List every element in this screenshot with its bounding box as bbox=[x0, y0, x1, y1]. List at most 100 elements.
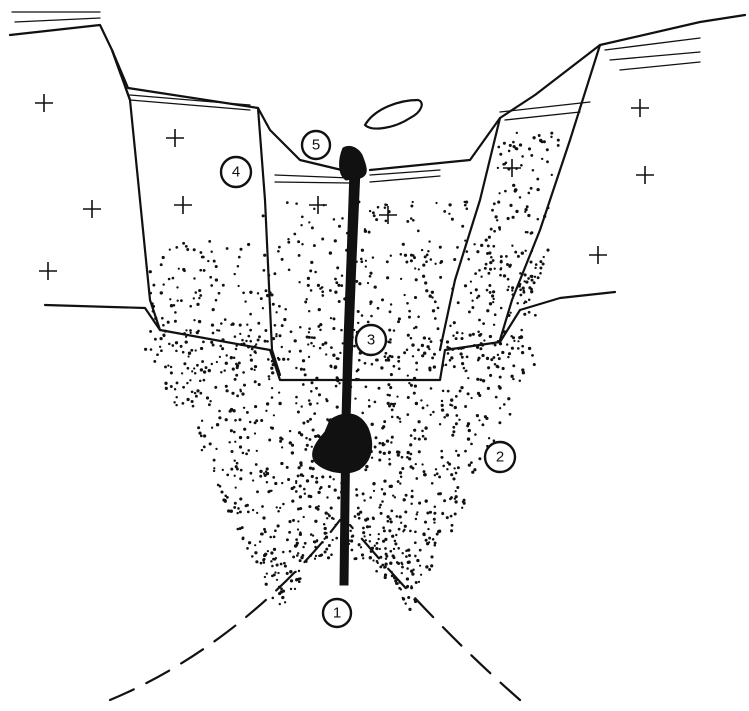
stipple-dot bbox=[193, 319, 195, 321]
stipple-dot bbox=[466, 356, 469, 359]
stipple-dot bbox=[295, 402, 297, 404]
stipple-dot bbox=[430, 564, 433, 567]
stipple-dot bbox=[322, 343, 325, 346]
stipple-dot bbox=[425, 539, 428, 542]
stipple-dot bbox=[428, 337, 431, 340]
stipple-dot bbox=[259, 475, 262, 478]
stipple-dot bbox=[175, 396, 177, 398]
stipple-dot bbox=[213, 459, 216, 462]
stipple-dot bbox=[382, 425, 385, 428]
stipple-dot bbox=[431, 482, 434, 485]
stipple-dot bbox=[383, 420, 386, 423]
stipple-dot bbox=[167, 321, 170, 324]
stipple-dot bbox=[224, 499, 227, 502]
stipple-dot bbox=[412, 219, 415, 222]
stipple-dot bbox=[495, 396, 498, 399]
stipple-dot bbox=[499, 376, 502, 379]
stipple-dot bbox=[414, 531, 417, 534]
stipple-dot bbox=[230, 468, 233, 471]
stipple-dot bbox=[310, 390, 313, 393]
stipple-dot bbox=[203, 434, 206, 437]
stipple-dot bbox=[160, 349, 163, 352]
stipple-dot bbox=[375, 436, 378, 439]
stipple-dot bbox=[262, 516, 265, 519]
stipple-dot bbox=[261, 532, 264, 535]
stipple-dot bbox=[390, 255, 392, 257]
stipple-dot bbox=[162, 324, 165, 327]
stipple-dot bbox=[385, 553, 388, 556]
stipple-dot bbox=[366, 525, 369, 528]
stipple-dot bbox=[299, 484, 302, 487]
stipple-dot bbox=[512, 184, 515, 187]
stipple-dot bbox=[183, 362, 186, 365]
stipple-dot bbox=[463, 499, 466, 502]
stipple-dot bbox=[476, 250, 479, 253]
stipple-dot bbox=[493, 230, 496, 233]
cross-symbol bbox=[589, 246, 607, 264]
stipple-dot bbox=[190, 332, 192, 334]
stipple-dot bbox=[415, 477, 418, 480]
stipple-dot bbox=[325, 548, 328, 551]
stipple-dot bbox=[194, 392, 197, 395]
stipple-dot bbox=[408, 554, 411, 557]
stipple-dot bbox=[423, 470, 426, 473]
stipple-dot bbox=[200, 347, 203, 350]
stipple-dot bbox=[235, 348, 238, 351]
stipple-dot bbox=[430, 340, 433, 343]
stipple-dot bbox=[498, 357, 501, 360]
stipple-dot bbox=[261, 505, 264, 508]
stipple-dot bbox=[264, 329, 267, 332]
stipple-dot bbox=[503, 403, 506, 406]
stipple-dot bbox=[209, 400, 211, 402]
stipple-dot bbox=[447, 352, 450, 355]
stipple-dot bbox=[493, 202, 496, 205]
stipple-dot bbox=[333, 218, 336, 221]
stipple-dot bbox=[279, 436, 282, 439]
stipple-dot bbox=[282, 551, 285, 554]
stipple-dot bbox=[500, 260, 502, 262]
stipple-dot bbox=[512, 378, 515, 381]
stipple-dot bbox=[310, 381, 313, 384]
stipple-dot bbox=[199, 251, 202, 254]
stipple-dot bbox=[210, 250, 212, 252]
stipple-dot bbox=[335, 366, 337, 368]
stipple-dot bbox=[321, 475, 324, 478]
stipple-dot bbox=[391, 409, 394, 412]
stipple-dot bbox=[499, 268, 502, 271]
stipple-dot bbox=[528, 147, 531, 150]
stipple-dot bbox=[254, 551, 257, 554]
stipple-dot bbox=[528, 192, 531, 195]
stipple-dot bbox=[213, 467, 215, 469]
stipple-dot bbox=[300, 368, 303, 371]
stipple-dot bbox=[510, 312, 512, 314]
stipple-dot bbox=[276, 579, 278, 581]
stipple-dot bbox=[185, 329, 187, 331]
stipple-dot bbox=[464, 284, 467, 287]
stipple-dot bbox=[449, 359, 452, 362]
stipple-dot bbox=[515, 147, 518, 150]
stipple-dot bbox=[238, 418, 241, 421]
stipple-dot bbox=[524, 250, 526, 252]
stipple-dot bbox=[436, 472, 439, 475]
stipple-dot bbox=[210, 341, 213, 344]
stipple-dot bbox=[306, 444, 309, 447]
stipple-dot bbox=[242, 371, 245, 374]
stipple-dot bbox=[388, 451, 391, 454]
stipple-dot bbox=[193, 367, 195, 369]
stipple-dot bbox=[273, 536, 276, 539]
floating-lens-block bbox=[365, 100, 422, 129]
stipple-dot bbox=[183, 269, 186, 272]
stipple-dot bbox=[196, 389, 199, 392]
stipple-dot bbox=[311, 226, 314, 229]
stipple-dot bbox=[298, 466, 301, 469]
stipple-dot bbox=[207, 260, 209, 262]
stipple-dot bbox=[499, 274, 502, 277]
stipple-dot bbox=[479, 378, 482, 381]
stipple-dot bbox=[498, 421, 501, 424]
stipple-dot bbox=[359, 511, 362, 514]
stipple-dot bbox=[267, 550, 269, 552]
stipple-dot bbox=[334, 278, 337, 281]
stipple-dot bbox=[379, 565, 382, 568]
stipple-dot bbox=[453, 467, 455, 469]
stipple-dot bbox=[431, 291, 434, 294]
